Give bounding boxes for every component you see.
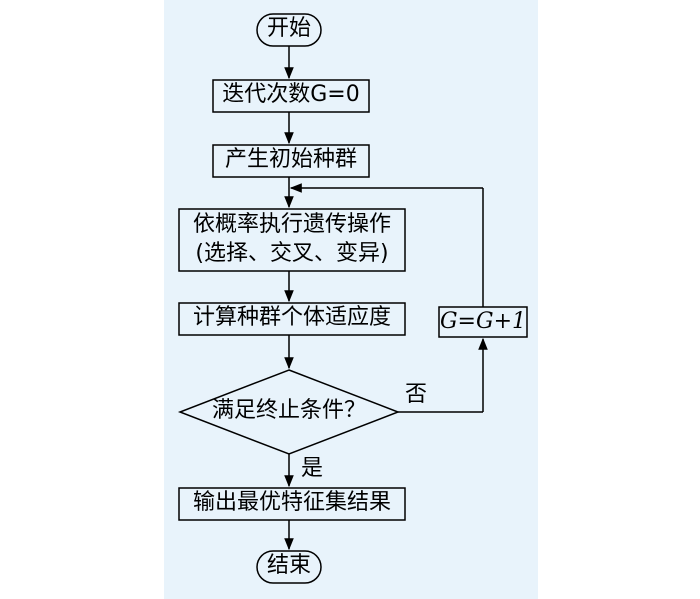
init-g-label-text: 迭代次数G=0	[222, 82, 360, 107]
condition-label: 满足终止条件？	[211, 398, 366, 423]
init-g-box	[212, 79, 370, 113]
init-g-label: 迭代次数G=0	[213, 82, 369, 108]
output-box	[178, 487, 406, 521]
yes-label: 是	[300, 456, 323, 481]
no-label: 否	[404, 382, 427, 407]
genetic-ops-label-line1: 依概率执行遗传操作	[192, 212, 391, 237]
increment-label: G=G+1	[439, 309, 526, 334]
init-population-box	[212, 144, 370, 178]
diagram-canvas	[164, 0, 538, 599]
genetic-ops-box	[178, 208, 406, 272]
start-label: 开始	[266, 16, 311, 41]
init-population-label: 产生初始种群	[224, 147, 357, 172]
fitness-box	[178, 302, 406, 336]
genetic-ops-label-line2: (选择、交叉、变异)	[195, 241, 389, 266]
end-terminator	[256, 550, 322, 584]
fitness-label: 计算种群个体适应度	[192, 305, 391, 330]
end-label: 结束	[266, 553, 311, 578]
output-label: 输出最优特征集结果	[192, 490, 391, 515]
